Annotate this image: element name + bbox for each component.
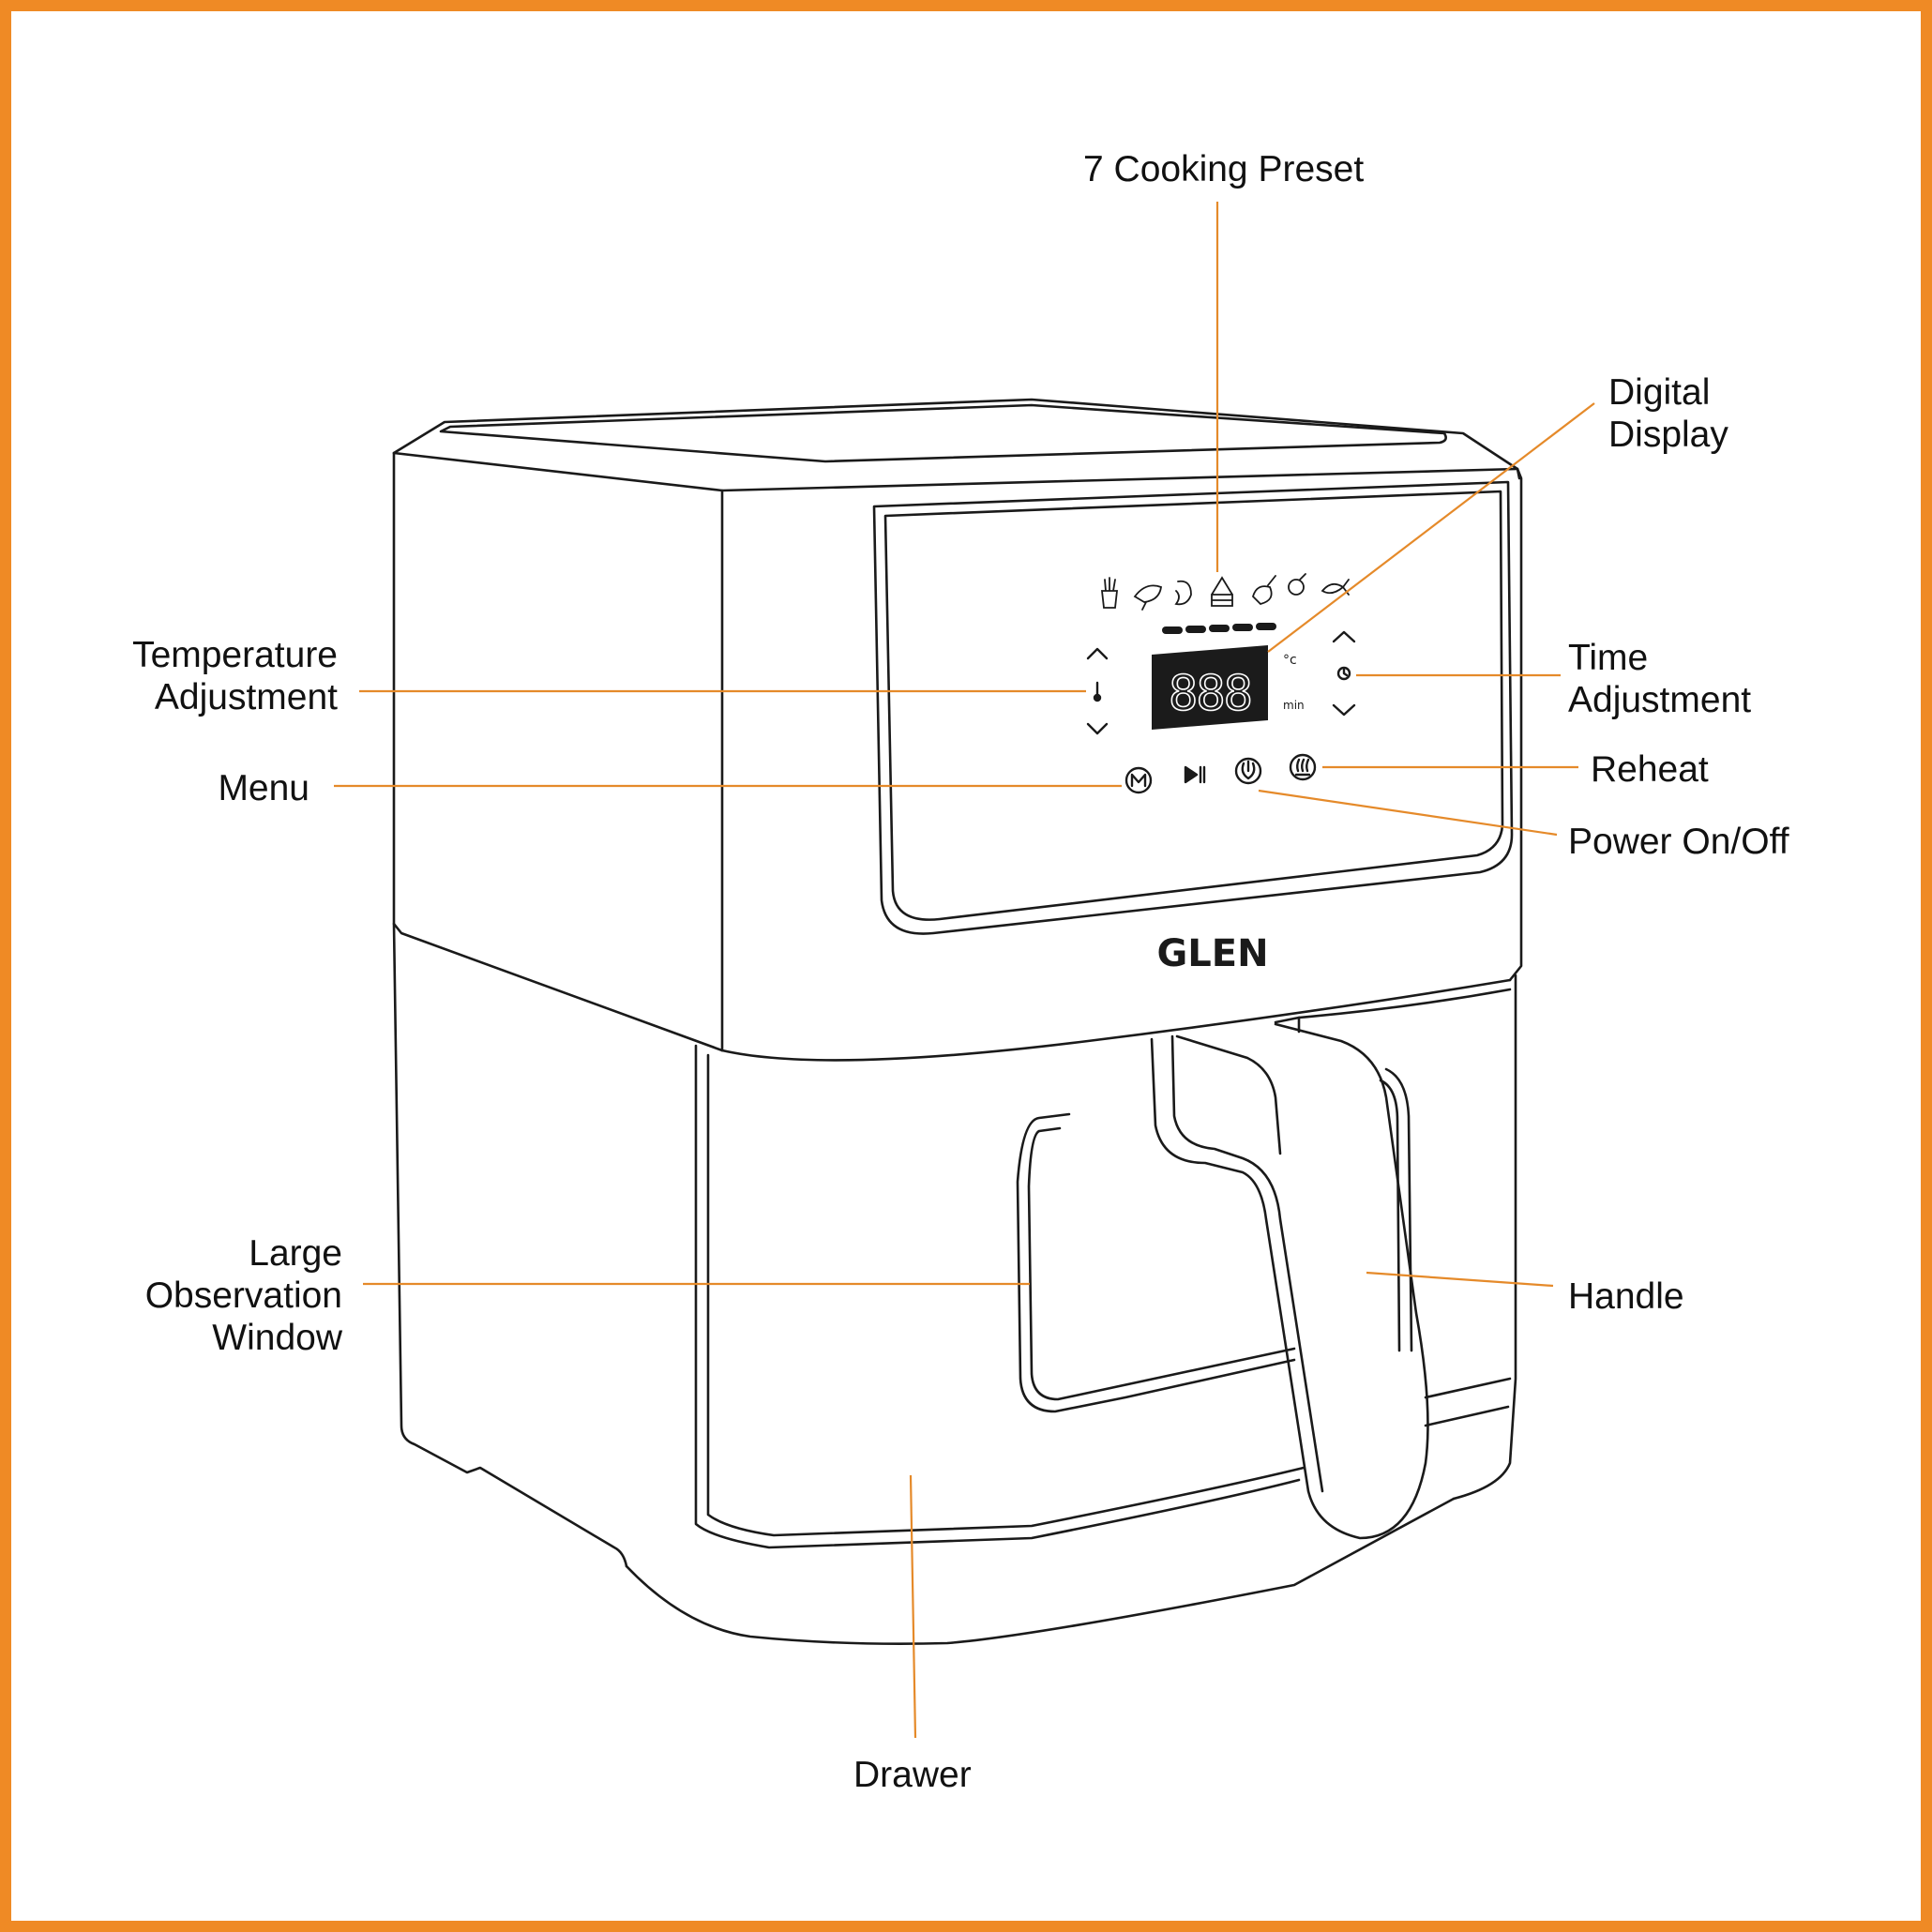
temp-up-chevron-icon: [1086, 647, 1109, 660]
drawer-trim-right: [1424, 1377, 1512, 1427]
shrimp-icon: [1174, 580, 1192, 606]
thermometer-icon: [1093, 681, 1102, 702]
vegetable-icon: [1288, 573, 1306, 596]
body-left-side: [392, 451, 628, 1568]
power-icon: [1234, 757, 1262, 785]
body-waist-left: [392, 922, 724, 1052]
time-down-chevron-icon: [1332, 703, 1356, 717]
lid-top-outline: [392, 398, 1521, 480]
celsius-unit: °c: [1283, 653, 1297, 668]
drumstick-icon: [1251, 575, 1276, 605]
fries-icon: [1100, 577, 1119, 609]
label-power: Power On/Off: [1568, 822, 1789, 862]
handle-grip-back-2: [1379, 1079, 1401, 1352]
fish-icon: [1321, 579, 1350, 596]
leader-digital-display: [1267, 402, 1595, 653]
cake-icon: [1211, 576, 1233, 607]
window-inner: [1027, 1126, 1296, 1401]
drawer-inner: [706, 1053, 1306, 1537]
menu-m-icon: [1124, 766, 1153, 794]
drawer-top-rail: [1297, 988, 1512, 1019]
body-right-lower: [1452, 974, 1517, 1501]
control-panel-outer: [872, 480, 1514, 935]
control-panel-inner: [883, 490, 1504, 921]
leader-handle: [1366, 1271, 1554, 1288]
clock-icon: [1336, 666, 1351, 681]
label-time-adjustment: Time Adjustment: [1568, 638, 1752, 720]
leader-lines: [334, 202, 1595, 1739]
brand-logo: GLEN: [1156, 932, 1268, 975]
handle-arm-inner: [1170, 1034, 1324, 1493]
leader-drawer: [909, 1474, 917, 1739]
digital-display-panel: [1152, 645, 1268, 730]
handle-arm-outer: [1150, 1022, 1429, 1540]
body-waist-front: [720, 978, 1512, 1062]
handle-collar: [1274, 1016, 1301, 1034]
label-temperature-adjustment: Temperature Adjustment: [132, 635, 338, 717]
reheat-steam-icon: [1289, 753, 1317, 781]
play-pause-icon: [1184, 765, 1206, 784]
time-up-chevron-icon: [1332, 630, 1356, 643]
temp-down-chevron-icon: [1086, 722, 1109, 735]
label-menu: Menu: [218, 768, 309, 808]
handle-top: [1175, 1034, 1282, 1155]
lid-top-inner: [439, 403, 1447, 463]
preset-indicator-dashes: [1162, 623, 1276, 634]
label-handle: Handle: [1568, 1276, 1684, 1317]
min-unit: min: [1283, 699, 1305, 712]
label-drawer: Drawer: [853, 1755, 972, 1795]
label-observation-window: Large Observation Window: [144, 1233, 342, 1358]
air-fryer-illustration: GLEN 888 °c min: [334, 202, 1595, 1739]
leader-power: [1258, 789, 1558, 837]
window-outer: [1016, 1112, 1296, 1413]
label-cooking-preset: 7 Cooking Preset: [1083, 149, 1365, 189]
label-digital-display: Digital Display: [1608, 372, 1728, 455]
drawer-outer: [694, 1044, 1301, 1549]
chicken-wing-icon: [1133, 584, 1162, 611]
body-right-side: [1508, 467, 1523, 982]
label-reheat: Reheat: [1591, 749, 1709, 790]
drawer-bottom: [625, 1497, 1456, 1645]
handle-grip-back: [1384, 1067, 1413, 1352]
display-digits: 888: [1169, 666, 1251, 722]
